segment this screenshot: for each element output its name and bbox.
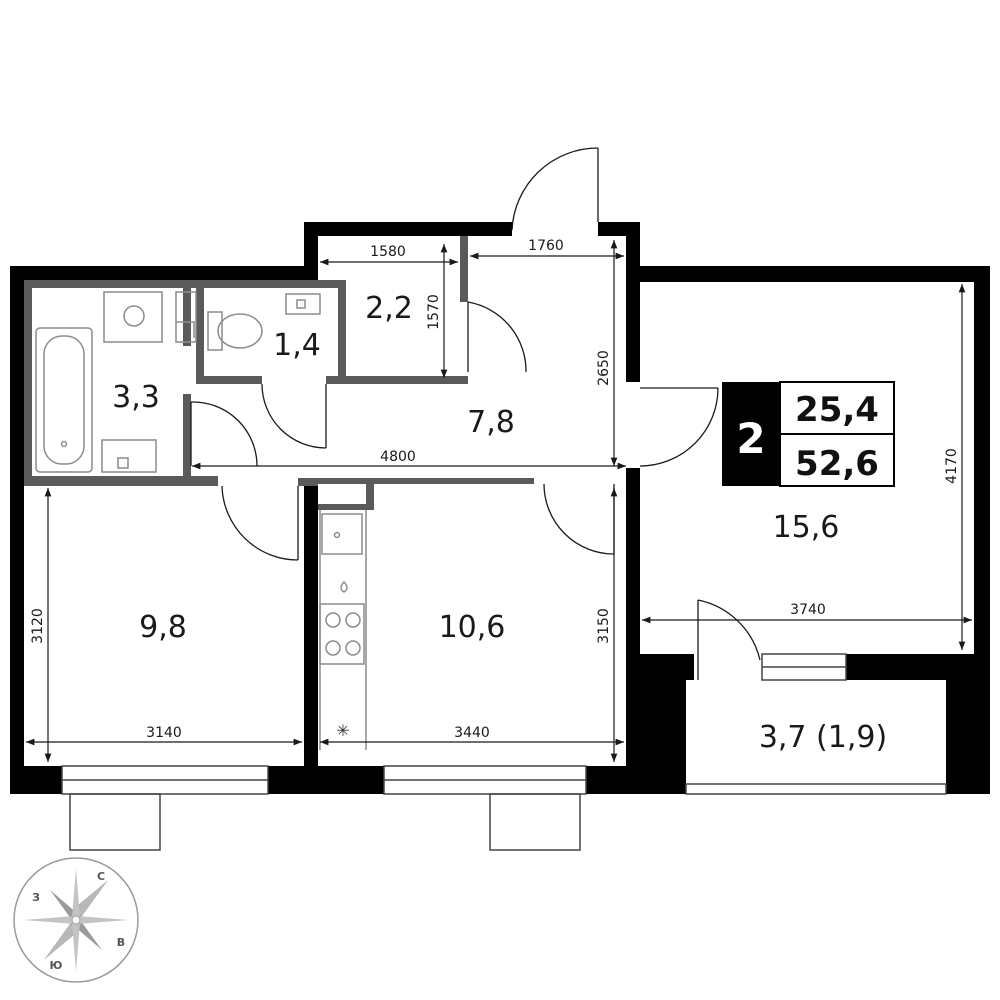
windows bbox=[61, 653, 947, 851]
door-toilet bbox=[261, 383, 327, 449]
summary-badge: 2 25,4 52,6 bbox=[722, 381, 895, 487]
compass-north: С bbox=[97, 870, 105, 883]
compass: С В Ю З bbox=[13, 857, 139, 983]
dim-storage-width: 1580 bbox=[370, 244, 406, 260]
door-kitchen bbox=[543, 483, 615, 555]
dim-living-width: 3740 bbox=[790, 602, 826, 618]
area-storage: 2,2 bbox=[365, 291, 413, 326]
kitchen-sink bbox=[321, 513, 363, 555]
dim-bedroom-depth: 3120 bbox=[30, 608, 46, 644]
area-living-room: 15,6 bbox=[773, 510, 840, 545]
area-balcony: 3,7 (1,9) bbox=[759, 720, 887, 755]
dim-hall-top: 1760 bbox=[528, 238, 564, 254]
dimension-lines bbox=[26, 240, 972, 762]
door-storage bbox=[467, 301, 527, 373]
dim-storage-depth: 1570 bbox=[426, 294, 442, 330]
washing-machine bbox=[103, 291, 163, 343]
dim-kitchen-width: 3440 bbox=[454, 725, 490, 741]
total-area-value: 52,6 bbox=[795, 444, 879, 484]
fixtures bbox=[35, 291, 367, 750]
door-bathroom bbox=[190, 401, 258, 467]
window-balcony bbox=[685, 783, 947, 795]
door-living bbox=[639, 387, 719, 467]
door-balcony bbox=[697, 599, 761, 680]
sill-kitchen bbox=[489, 793, 581, 851]
toilet-bowl-tank bbox=[207, 311, 223, 351]
dim-living-depth: 4170 bbox=[944, 448, 960, 484]
compass-south: Ю bbox=[50, 959, 63, 972]
gas-icon bbox=[340, 580, 348, 593]
compass-west: З bbox=[32, 891, 40, 904]
toilet-sink bbox=[285, 293, 321, 315]
rooms-count: 2 bbox=[736, 414, 765, 463]
sill-bedroom bbox=[69, 793, 161, 851]
door-entrance bbox=[511, 147, 599, 231]
area-bathroom: 3,3 bbox=[112, 380, 160, 415]
dim-bedroom-width: 3140 bbox=[146, 725, 182, 741]
dim-hall-depth: 2650 bbox=[596, 350, 612, 386]
fridge-icon: ✳ bbox=[336, 721, 349, 740]
compass-east: В bbox=[117, 936, 125, 949]
bathtub bbox=[35, 327, 93, 473]
compass-rose-icon bbox=[24, 868, 128, 972]
toilet-bowl bbox=[217, 313, 263, 349]
stove bbox=[319, 603, 365, 665]
partitions bbox=[24, 236, 534, 510]
bath-sink bbox=[101, 439, 157, 473]
dim-hall-length: 4800 bbox=[380, 449, 416, 465]
dim-kitchen-depth: 3150 bbox=[596, 608, 612, 644]
area-kitchen: 10,6 bbox=[439, 610, 506, 645]
area-hallway: 7,8 bbox=[467, 405, 515, 440]
area-toilet: 1,4 bbox=[273, 328, 321, 363]
area-bedroom: 9,8 bbox=[139, 610, 187, 645]
living-area-value: 25,4 bbox=[795, 390, 879, 430]
door-bedroom bbox=[221, 485, 299, 561]
outer-walls bbox=[10, 222, 990, 794]
